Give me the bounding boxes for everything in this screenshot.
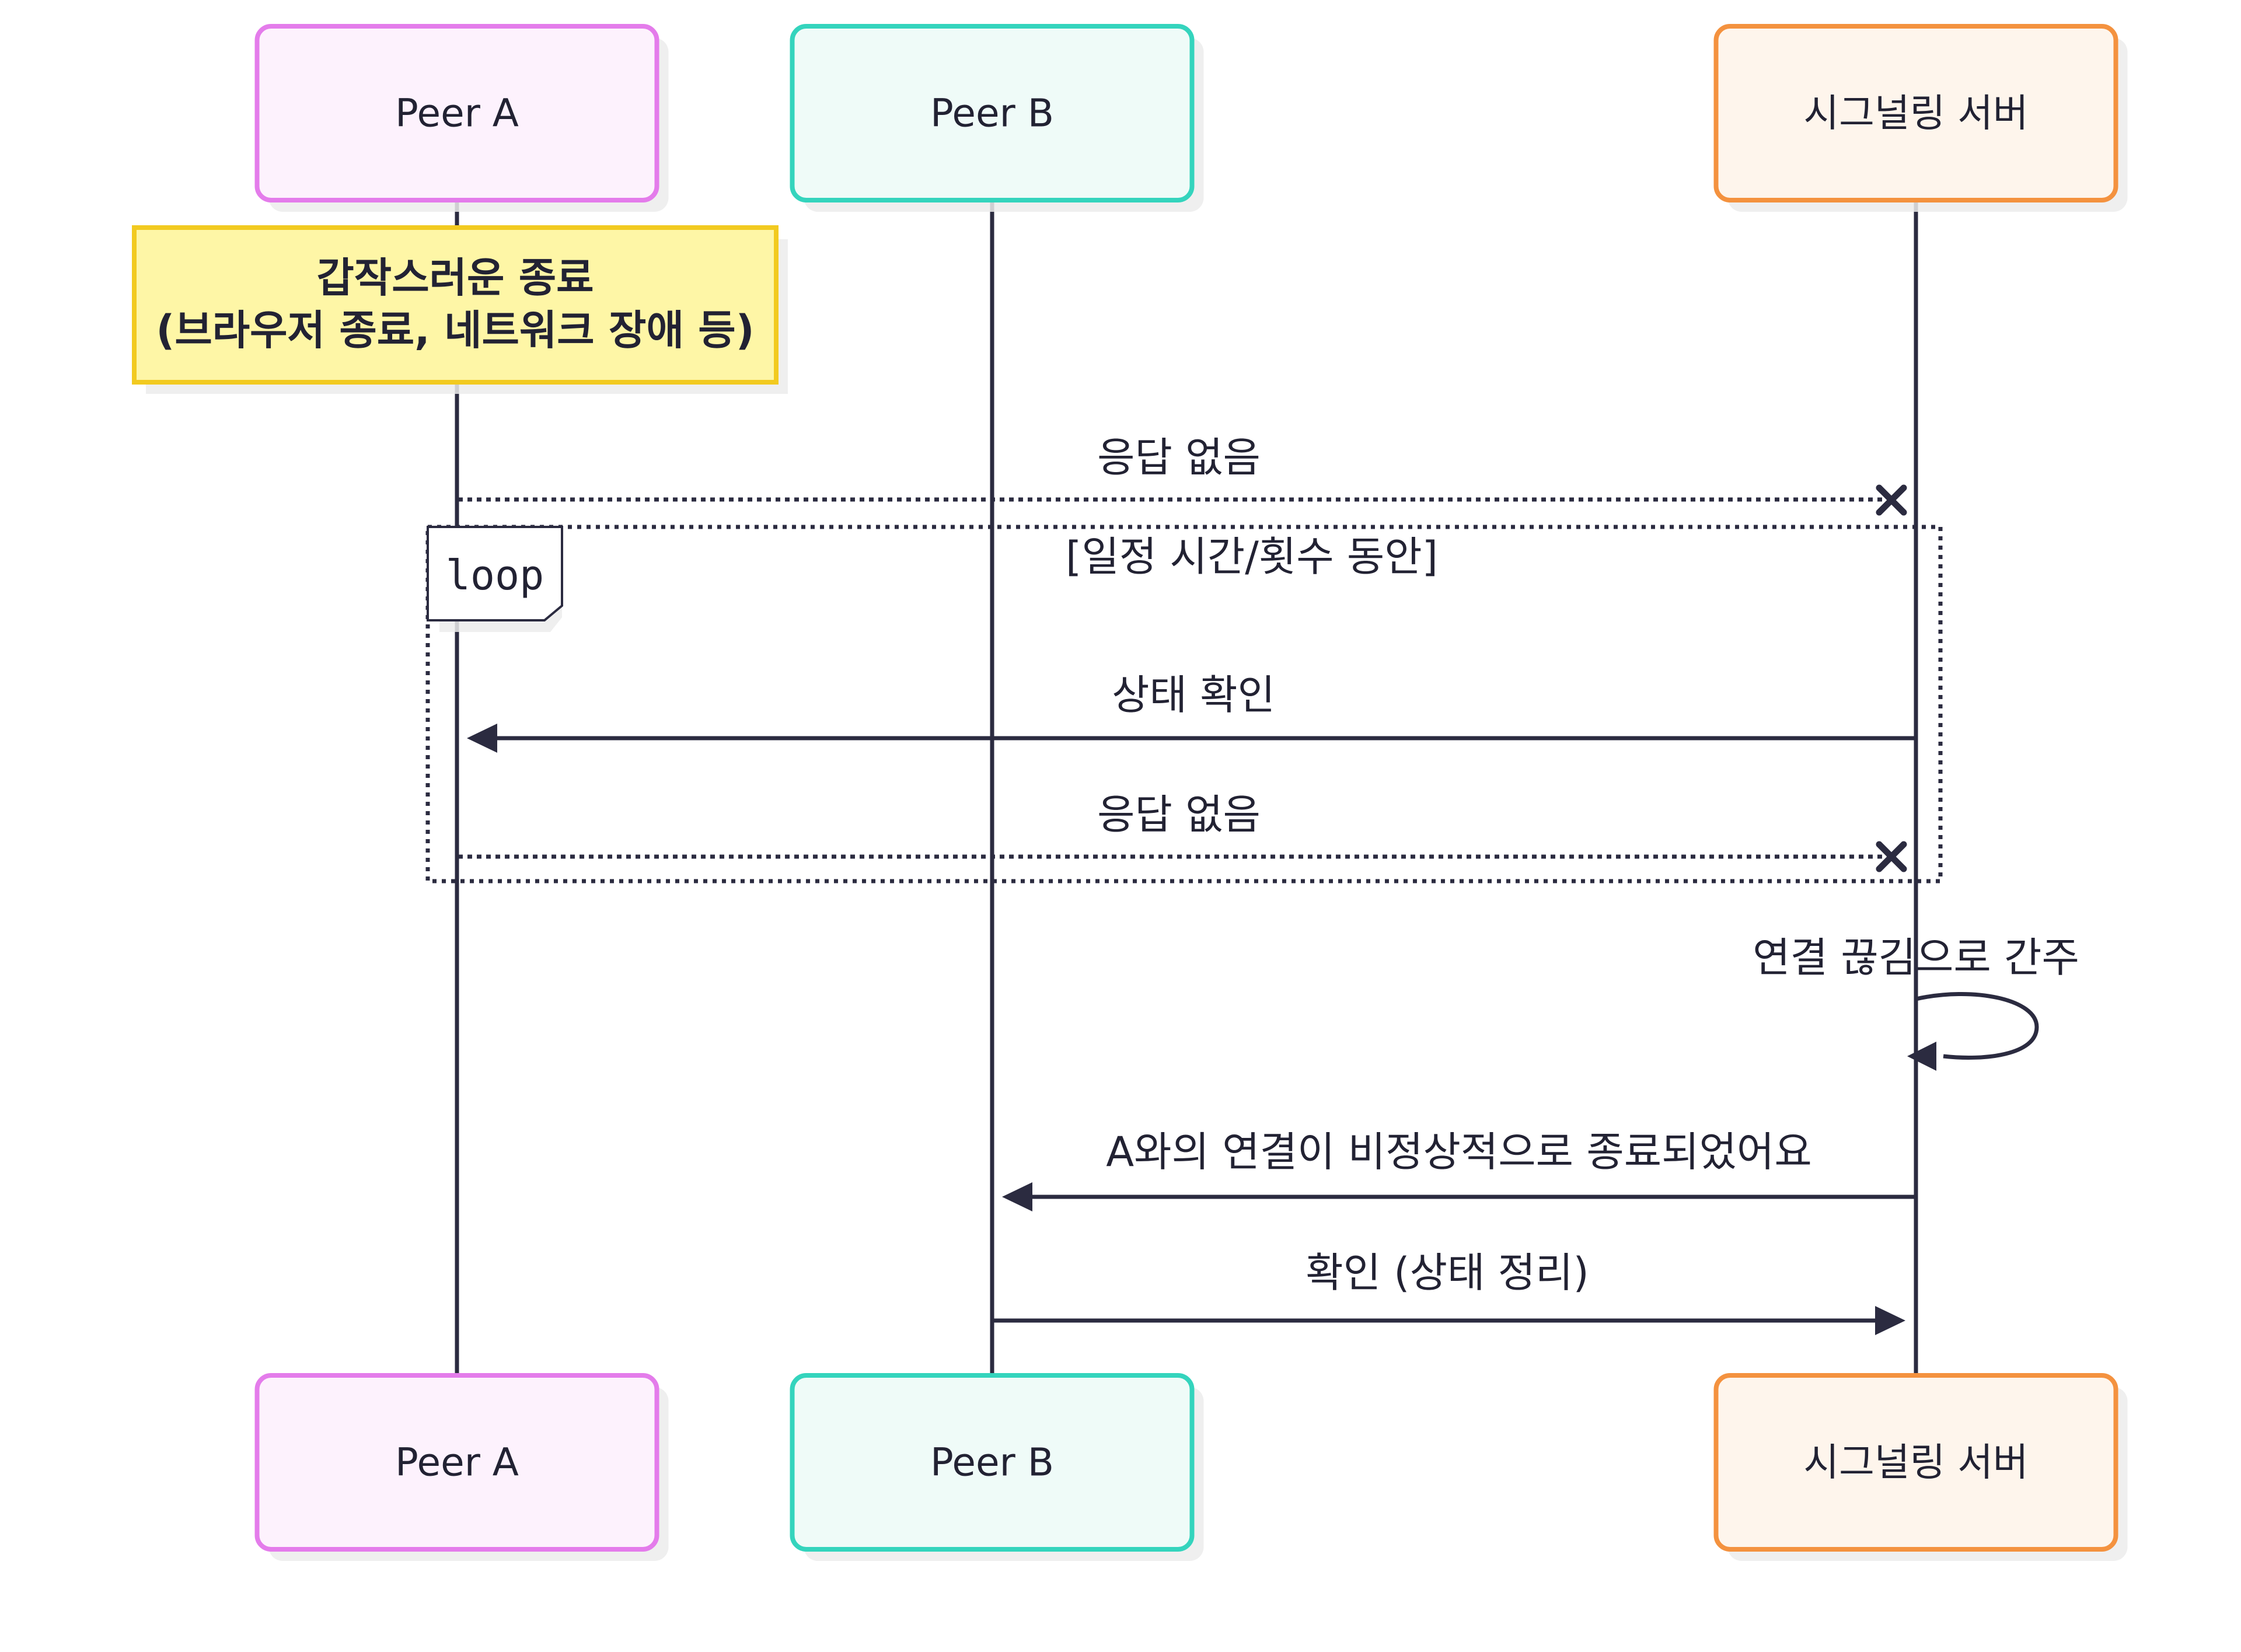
arrowhead-icon [1907, 1042, 1936, 1071]
loop-frame: loop [일정 시간/횟수 동안] [425, 525, 1943, 883]
message-label: 응답 없음 [1097, 434, 1261, 481]
note-abrupt-termination: 갑작스러운 종료 (브라우저 종료, 네트워크 장애 등) [132, 225, 788, 394]
message-status-check: 상태 확인 [467, 671, 1916, 753]
actor-box-server-bottom: 시그널링 서버 [1713, 1373, 2128, 1561]
message-label: 연결 끊김으로 간주 [1753, 934, 2079, 982]
message-no-response-1: 응답 없음 [458, 434, 1907, 516]
loop-label: loop [446, 551, 544, 599]
arrowhead-icon [1002, 1182, 1032, 1211]
message-confirm-cleanup: 확인 (상태 정리) [992, 1249, 1905, 1335]
message-self-disconnect: 연결 끊김으로 간주 [1753, 934, 2079, 1071]
lost-message-cross-icon [1876, 484, 1907, 516]
actor-label: Peer A [395, 1440, 519, 1485]
message-label: 상태 확인 [1112, 671, 1275, 719]
actor-label: 시그널링 서버 [1803, 91, 2028, 136]
actor-box-peerB-bottom: Peer B [790, 1373, 1204, 1561]
actor-label: Peer B [930, 1440, 1054, 1485]
message-label: 확인 (상태 정리) [1305, 1249, 1589, 1297]
actor-box-server-top: 시그널링 서버 [1713, 24, 2128, 212]
message-no-response-2: 응답 없음 [458, 791, 1907, 872]
arrowhead-icon [1875, 1306, 1905, 1335]
actor-label: Peer A [395, 91, 519, 136]
arrowhead-icon [467, 724, 497, 753]
message-label: A와의 연결이 비정상적으로 종료되었어요 [1106, 1128, 1811, 1176]
actor-box-peerB-top: Peer B [790, 24, 1204, 212]
lost-message-cross-icon [1876, 841, 1907, 872]
actor-label: Peer B [930, 91, 1054, 136]
actor-box-peerA-top: Peer A [254, 24, 669, 212]
message-label: 응답 없음 [1097, 791, 1261, 839]
note-line-1: 갑작스러운 종료 [316, 254, 594, 302]
actor-label: 시그널링 서버 [1803, 1440, 2028, 1485]
note-line-2: (브라우저 종료, 네트워크 장애 등) [156, 306, 754, 354]
message-abnormal-disconnect: A와의 연결이 비정상적으로 종료되었어요 [1002, 1128, 1916, 1211]
actor-box-peerA-bottom: Peer A [254, 1373, 669, 1561]
loop-condition: [일정 시간/횟수 동안] [1066, 533, 1438, 581]
